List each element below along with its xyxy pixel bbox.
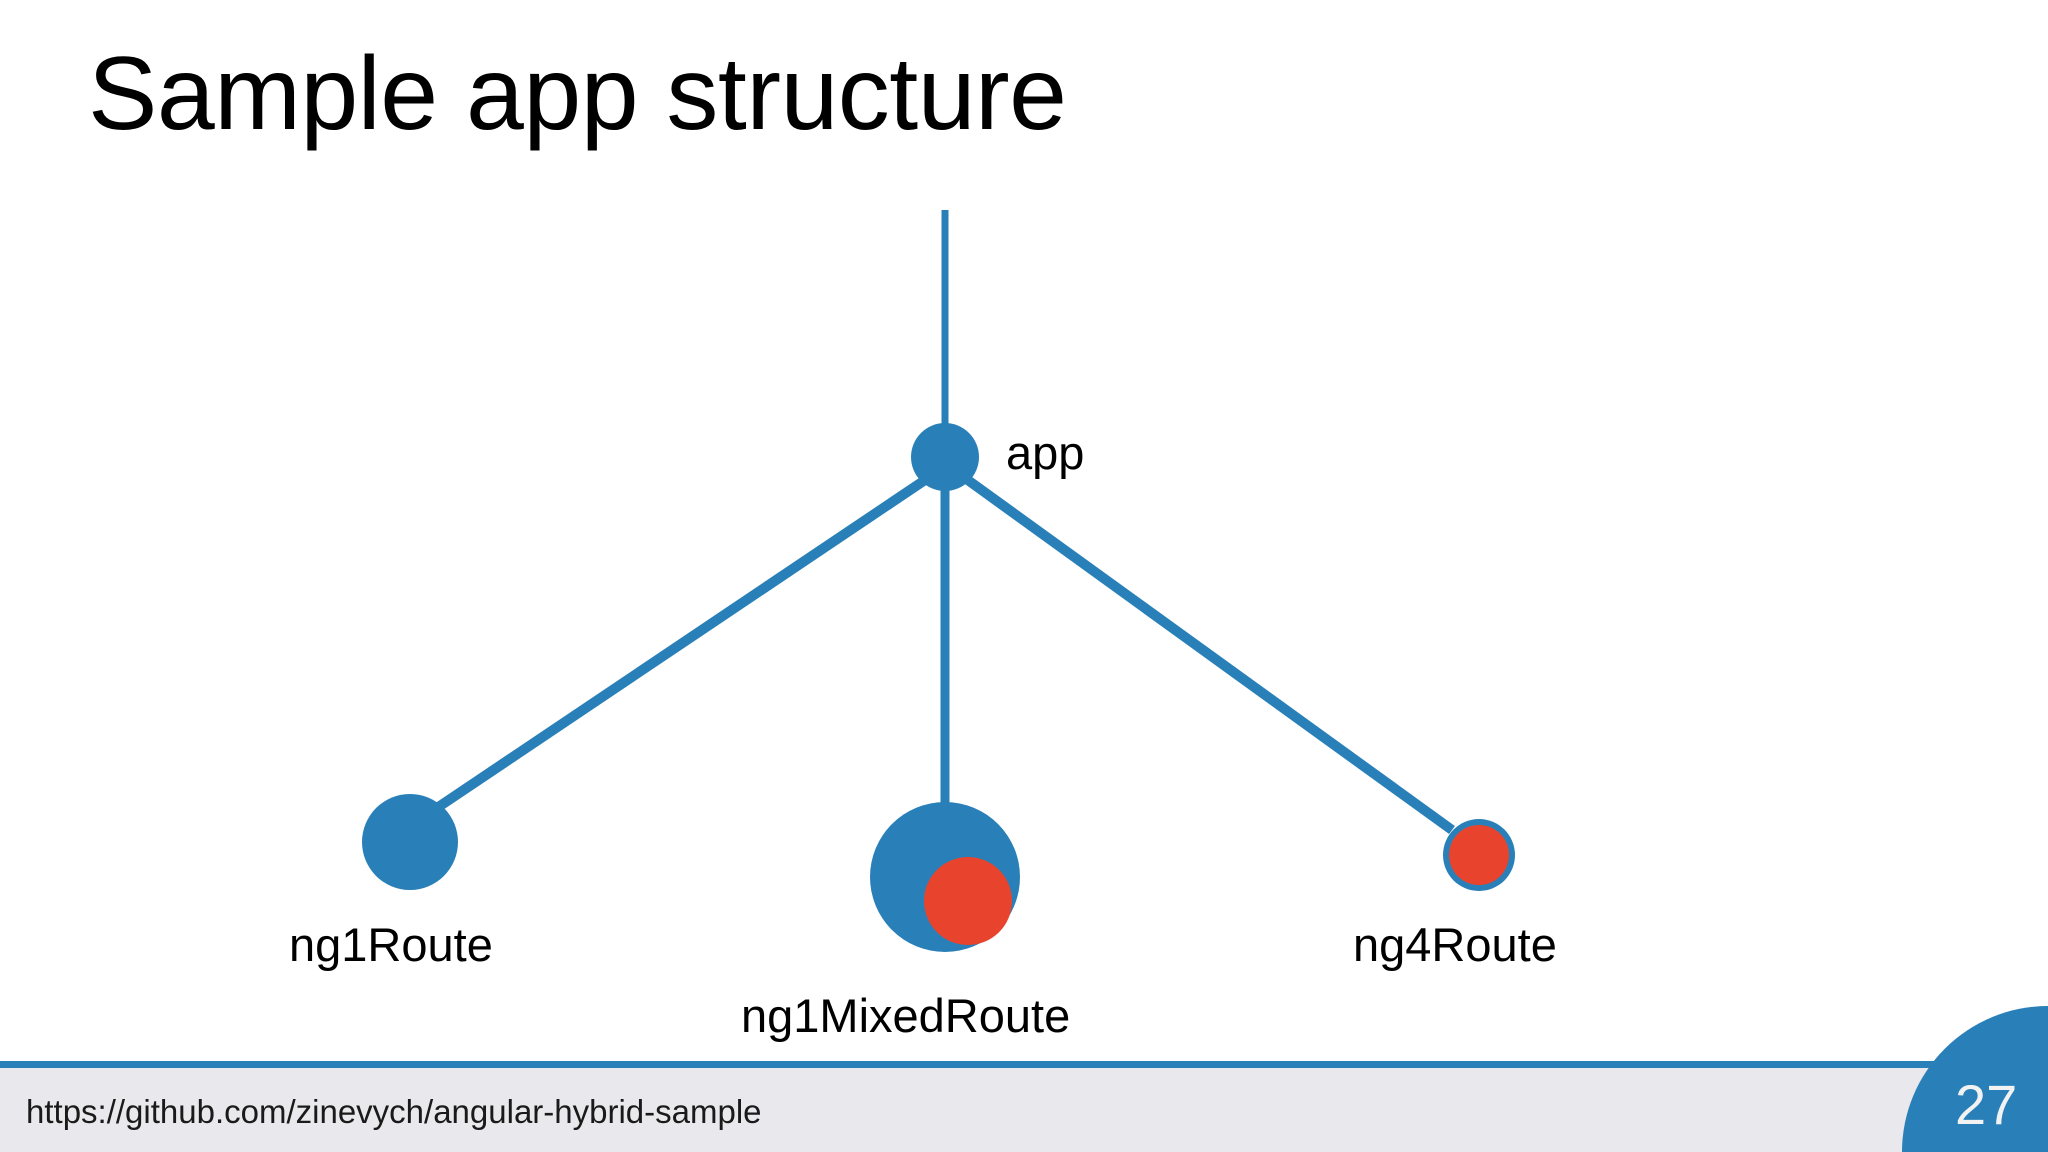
- footer-url-text[interactable]: https://github.com/zinevych/angular-hybr…: [26, 1093, 762, 1130]
- node-label-app: app: [1006, 426, 1085, 479]
- diagram-node-inner-ng4route[interactable]: [1449, 825, 1509, 885]
- diagram-edges: [425, 210, 1455, 835]
- page-title: Sample app structure: [88, 36, 1067, 152]
- diagram-svg: [362, 210, 1515, 952]
- diagram-node-ng1route[interactable]: [362, 794, 458, 890]
- diagram-node-inner-ng1mixedroute[interactable]: [924, 857, 1012, 945]
- app-structure-diagram: [362, 210, 1515, 952]
- diagram-node-app[interactable]: [911, 423, 979, 491]
- page-number: 27: [1955, 1073, 2018, 1136]
- diagram-nodes: [362, 423, 1515, 952]
- diagram-edge: [962, 473, 1455, 835]
- diagram-edge: [425, 473, 931, 819]
- footer-divider: [0, 1061, 2048, 1068]
- node-label-ng1route: ng1Route: [289, 918, 493, 971]
- node-label-ng4route: ng4Route: [1353, 918, 1557, 971]
- footer-bar: [0, 1068, 2048, 1152]
- node-label-ng1mixedroute: ng1MixedRoute: [741, 989, 1071, 1042]
